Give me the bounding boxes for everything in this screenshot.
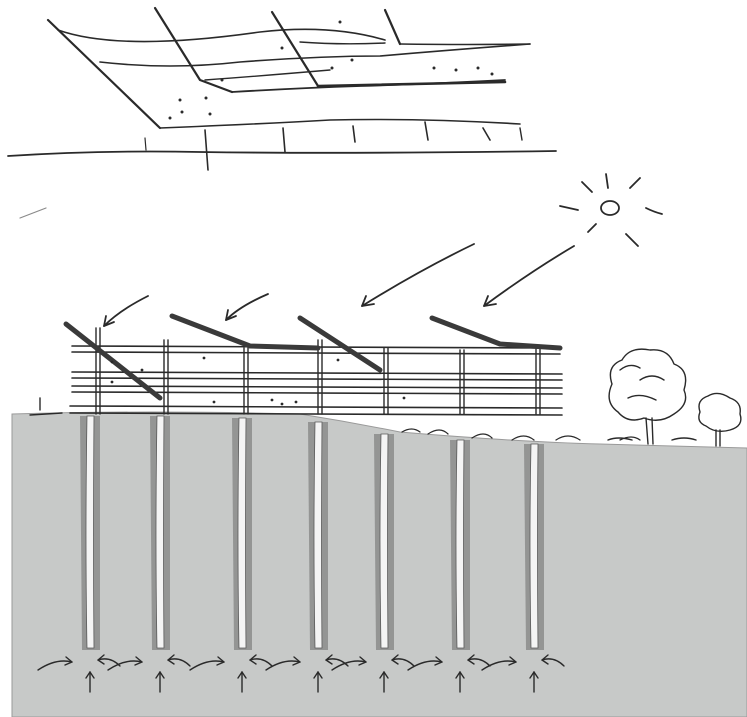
perspective-sketch	[8, 8, 556, 170]
sun-icon	[560, 174, 662, 246]
foundation-pile	[530, 444, 538, 648]
foundation-pile	[156, 416, 164, 648]
tree-icon	[608, 349, 741, 446]
foundation-pile	[86, 416, 94, 648]
building-section	[30, 316, 562, 415]
solar-arrows	[20, 208, 574, 326]
foundation-pile	[314, 422, 322, 648]
foundation-pile	[456, 440, 464, 648]
foundation-pile	[380, 434, 388, 648]
foundation-pile	[238, 418, 246, 648]
